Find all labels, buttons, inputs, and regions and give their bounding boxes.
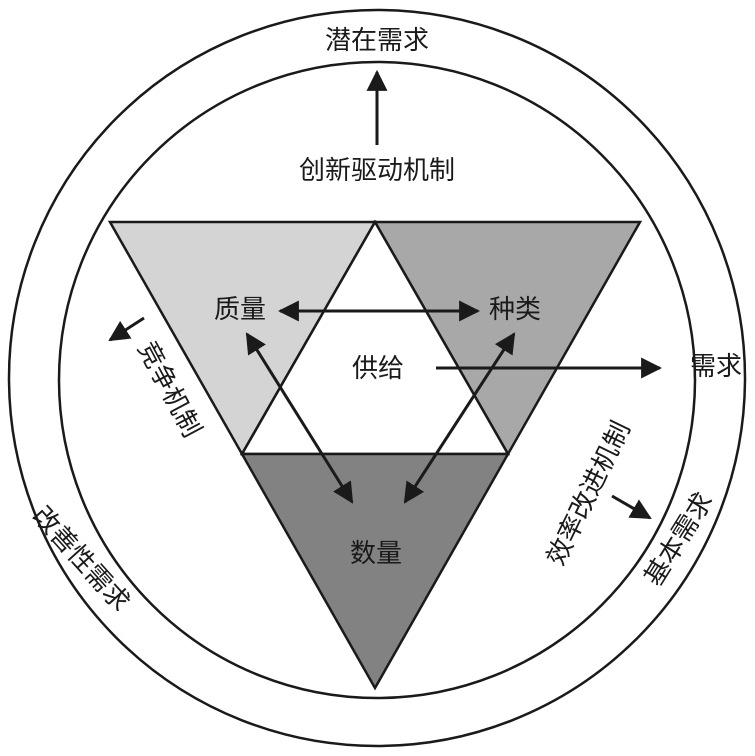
quality-label: 质量 (214, 295, 266, 325)
inner-circle (57, 60, 697, 700)
arrow-efficiency-basic-demand (611, 494, 652, 520)
arrow-quality-quantity (245, 332, 354, 504)
innovation-mechanism-label: 创新驱动机制 (299, 156, 455, 186)
quantity-triangle (239, 452, 511, 691)
latent-demand-label: 潜在需求 (325, 26, 429, 56)
quantity-label: 数量 (350, 539, 402, 569)
outer-circle (7, 8, 747, 748)
arrow-competition-improved-demand (108, 316, 145, 342)
demand-label: 需求 (690, 352, 742, 382)
improved-demand-label: 改善性需求 (26, 501, 135, 618)
arrow-variety-quantity (403, 332, 516, 504)
efficiency-mechanism-label: 效率改进机制 (541, 417, 636, 570)
variety-label: 种类 (489, 295, 541, 325)
supply-label: 供给 (352, 354, 404, 384)
